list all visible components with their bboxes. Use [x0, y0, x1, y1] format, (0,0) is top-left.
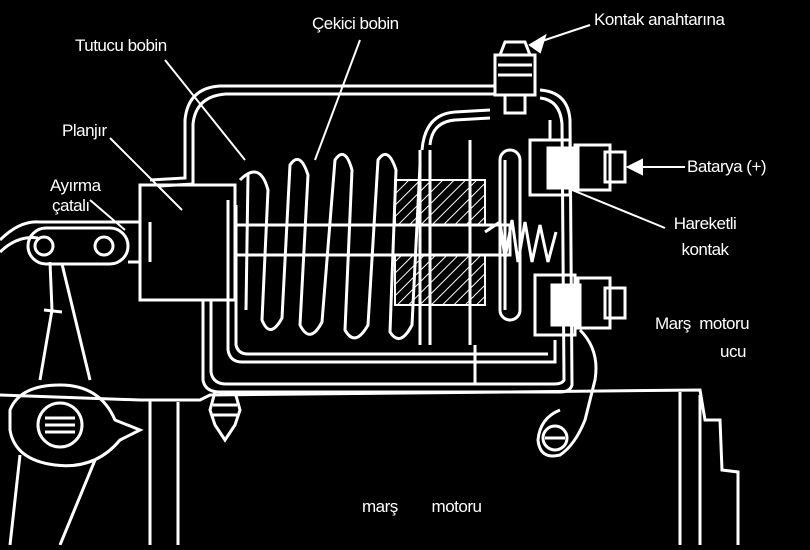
- leader-hareketli: [559, 184, 666, 229]
- label-mars-motoru: marş motoru: [362, 497, 482, 516]
- battery-terminal: [528, 120, 627, 197]
- label-hareketli-kontak-line2: kontak: [681, 240, 729, 259]
- pull-in-coil: [238, 152, 422, 341]
- arrow-kontak: [528, 33, 547, 54]
- label-hareketli-kontak-line1: Hareketli: [673, 214, 737, 233]
- fork-pivot: [8, 383, 144, 546]
- label-kontak-anahtari: Kontak anahtarına: [594, 10, 725, 29]
- label-mars-motoru-ucu-line1: Marş motoru: [655, 314, 750, 333]
- leader-tutucu: [164, 59, 246, 161]
- motor-terminal: [533, 273, 627, 337]
- starter-motor-housing: [0, 388, 740, 545]
- leader-cekici: [314, 39, 361, 161]
- label-cekici-bobin: Çekici bobin: [312, 14, 399, 33]
- leader-planjor: [109, 137, 183, 211]
- leader-lines: [89, 24, 685, 231]
- ground-screw: [208, 391, 242, 443]
- label-ayirma-catali-line1: Ayırma: [50, 176, 101, 195]
- label-ayirma-catali-line2: çatalı: [52, 196, 90, 215]
- label-mars-motoru-ucu-line2: ucu: [720, 342, 746, 361]
- label-tutucu-bobin: Tutucu bobin: [75, 36, 167, 55]
- label-batarya: Batarya (+): [687, 157, 767, 176]
- motor-cable-lug: [536, 328, 598, 458]
- fork-lever: [26, 226, 130, 381]
- ignition-terminal: [493, 40, 537, 115]
- leader-ayirma: [89, 199, 126, 231]
- label-planjor: Planjır: [62, 121, 107, 140]
- moving-contact: [484, 148, 558, 322]
- outer-casing: [0, 220, 140, 254]
- arrow-batarya: [625, 158, 643, 176]
